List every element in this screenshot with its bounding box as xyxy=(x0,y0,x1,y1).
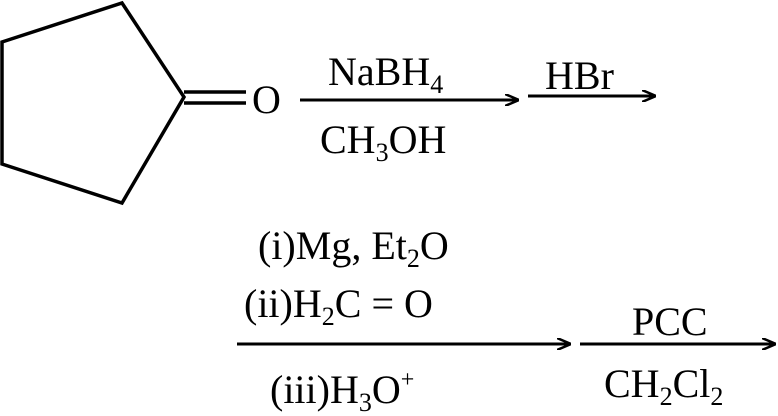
reagent-text: O xyxy=(371,367,401,412)
reagent-text: (ii)H xyxy=(244,281,322,326)
subscript: 3 xyxy=(358,388,372,416)
reagent-text: O xyxy=(419,223,449,268)
superscript: + xyxy=(400,367,415,393)
reagent-pcc: PCC xyxy=(632,299,708,344)
oxygen-label: O xyxy=(252,77,281,122)
subscript: 2 xyxy=(710,382,724,411)
subscript: 3 xyxy=(375,138,389,167)
subscript: 2 xyxy=(659,382,673,411)
solvent-ch3oh: CH3OH xyxy=(320,117,447,166)
reagent-nabh4: NaBH4 xyxy=(328,49,443,98)
reagent-step-iii: (iii)H3O+ xyxy=(270,367,415,416)
reagent-text: C = O xyxy=(334,281,433,326)
solvent-text: OH xyxy=(388,117,447,162)
subscript: 2 xyxy=(321,302,335,331)
reagent-step-ii: (ii)H2C = O xyxy=(244,281,433,330)
solvent-text: CH xyxy=(604,361,660,406)
solvent-text: Cl xyxy=(672,361,711,406)
cyclopentane-ring xyxy=(0,0,187,206)
reagent-hbr: HBr xyxy=(545,53,614,98)
subscript: 2 xyxy=(406,244,420,273)
subscript: 4 xyxy=(430,70,444,99)
reagent-text: NaBH xyxy=(328,49,431,94)
solvent-text: CH xyxy=(320,117,376,162)
reagent-text: (i)Mg, Et xyxy=(258,223,407,268)
reagent-step-i: (i)Mg, Et2O xyxy=(258,223,449,272)
reagent-text: (iii)H xyxy=(270,367,359,412)
solvent-ch2cl2: CH2Cl2 xyxy=(604,361,723,410)
